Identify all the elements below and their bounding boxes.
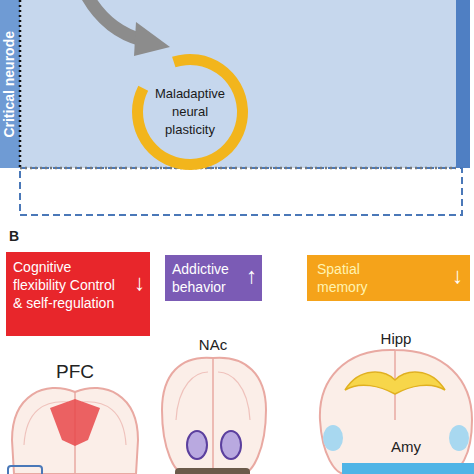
panel-letter: B (9, 228, 19, 244)
region-label: Amy (391, 438, 421, 455)
effect-label: Cognitive flexibility Control & self-reg… (13, 258, 128, 312)
amygdala-region (449, 425, 469, 451)
effect-label: Spatial memory (317, 260, 389, 296)
brain-slice (12, 388, 138, 474)
dotted-border (20, 167, 456, 170)
brain-slice (320, 350, 472, 474)
direction-arrow: ↓ (452, 263, 463, 289)
frame-title: Critical neurode (1, 31, 17, 138)
cycle-label: Maladaptive neural plasticity (148, 85, 232, 139)
effect-box: Spatial memory ↓ (307, 255, 470, 301)
effect-label: Addictive behavior (172, 260, 244, 296)
nac-region (221, 431, 241, 459)
slice-contour (218, 372, 250, 420)
side-band (0, 0, 20, 168)
region-label: NAc (199, 336, 227, 353)
hippocampus-region (345, 372, 445, 394)
direction-arrow: ↓ (134, 270, 145, 296)
effect-box: Cognitive flexibility Control & self-reg… (6, 252, 150, 336)
brain-slice (162, 358, 266, 474)
amygdala-region (323, 425, 343, 451)
curved-arrow (85, 0, 142, 40)
cropped-box (342, 463, 474, 474)
nac-region (187, 431, 207, 459)
pfc-region (50, 399, 100, 446)
dashed-frame (20, 168, 462, 215)
region-label: Hipp (381, 330, 412, 347)
context-frame: Critical neurodeMaladaptive neural plast… (0, 0, 470, 168)
dotted-border (19, 0, 22, 168)
cropped-box (175, 468, 250, 474)
arrow-head (134, 22, 170, 56)
cycle-ring: Maladaptive neural plasticity (130, 52, 250, 172)
cycle-arrow (132, 54, 248, 170)
side-band (456, 0, 470, 168)
midline (212, 358, 214, 474)
slice-contour (176, 372, 208, 420)
region-label: PFC (56, 361, 94, 383)
direction-arrow: ↑ (246, 263, 257, 289)
cropped-box (8, 466, 42, 474)
effect-box: Addictive behavior↑ (165, 255, 262, 301)
